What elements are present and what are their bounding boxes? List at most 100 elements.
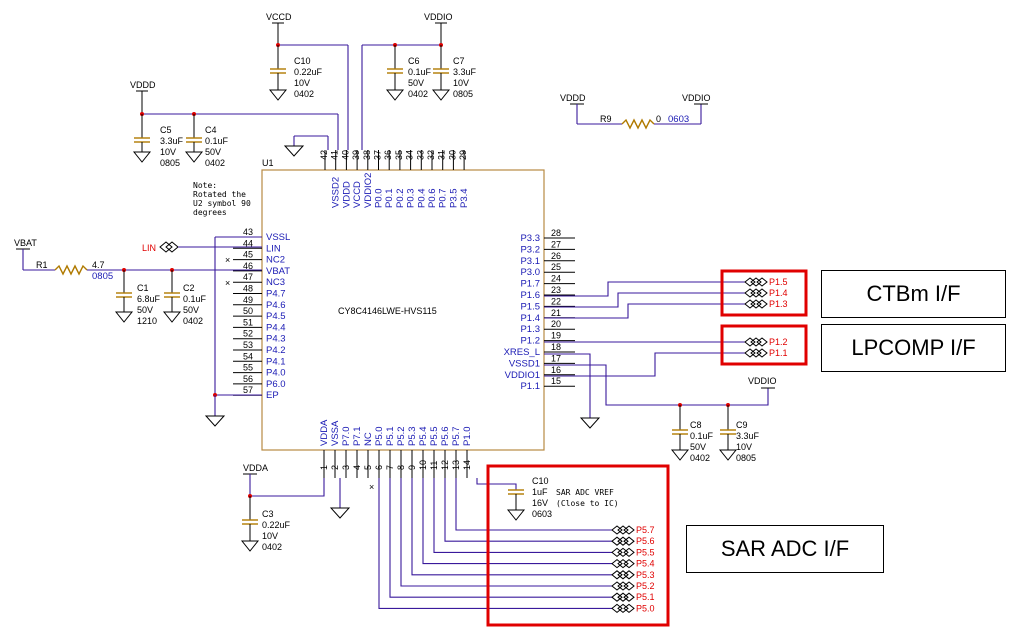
sar-wire bbox=[422, 478, 612, 565]
bottom-pin-number: 7 bbox=[385, 465, 395, 470]
bottom-pin-name: P5.6 bbox=[440, 426, 451, 446]
top-pin-number: 41 bbox=[330, 150, 340, 160]
svg-text:0805: 0805 bbox=[736, 453, 756, 463]
bottom-pin-name: P7.1 bbox=[352, 426, 363, 446]
top-pin-number: 34 bbox=[405, 150, 415, 160]
right-pin-number: 16 bbox=[551, 365, 561, 375]
top-pin-name: P0.4 bbox=[416, 188, 427, 208]
bottom-pin-number: 8 bbox=[396, 465, 406, 470]
sar-callout: SAR ADC I/F bbox=[686, 525, 884, 573]
bottom-pin-name: P5.2 bbox=[396, 426, 407, 446]
svg-text:0.1uF: 0.1uF bbox=[408, 67, 432, 77]
port-label: P5.1 bbox=[636, 592, 655, 602]
svg-text:3.3uF: 3.3uF bbox=[160, 136, 184, 146]
port-P5-7: P5.7 bbox=[611, 525, 655, 535]
ic-ref: U1 bbox=[262, 158, 274, 168]
svg-text:3.3uF: 3.3uF bbox=[453, 67, 477, 77]
right-pin-number: 17 bbox=[551, 353, 561, 363]
bottom-pin-number: 13 bbox=[451, 460, 461, 470]
svg-text:C5: C5 bbox=[160, 125, 172, 135]
top-pin-name: P3.4 bbox=[459, 188, 470, 208]
left-pin-name: VBAT bbox=[266, 266, 290, 277]
left-pin-number: 43 bbox=[243, 227, 253, 237]
port-P1-2: P1.2 bbox=[744, 337, 788, 347]
ic-note: Note: Rotated the U2 symbol 90 degrees bbox=[193, 181, 251, 217]
top-pin-42: 42 bbox=[319, 150, 329, 170]
right-pin-name: P1.3 bbox=[520, 324, 540, 335]
svg-text:R9: R9 bbox=[600, 114, 612, 124]
svg-text:0402: 0402 bbox=[183, 316, 203, 326]
sar-wiring bbox=[378, 478, 612, 609]
top-pin-number: 38 bbox=[362, 150, 372, 160]
svg-text:C6: C6 bbox=[408, 56, 420, 66]
right-pin-name: P1.2 bbox=[520, 336, 540, 347]
top-pin-name: P0.3 bbox=[406, 188, 417, 208]
svg-text:0: 0 bbox=[656, 114, 661, 124]
svg-text:10V: 10V bbox=[262, 531, 278, 541]
top-pin-number: 32 bbox=[426, 150, 436, 160]
sar-ports: P5.7P5.6P5.5P5.4P5.3P5.2P5.1P5.0 bbox=[611, 525, 655, 613]
svg-text:VDDIO: VDDIO bbox=[424, 12, 453, 22]
top-pin-name: P0.7 bbox=[438, 188, 449, 208]
right-pin-name: VSSD1 bbox=[509, 358, 540, 369]
svg-text:C7: C7 bbox=[453, 56, 465, 66]
right-pin-name: P3.2 bbox=[520, 244, 540, 255]
sar-wire bbox=[400, 478, 612, 587]
left-pin-number: 46 bbox=[243, 261, 253, 271]
svg-text:Rotated the: Rotated the bbox=[193, 190, 246, 199]
vssa-ground: × bbox=[329, 478, 374, 519]
right-pin-name: P1.5 bbox=[520, 301, 540, 312]
top-pin-number: 39 bbox=[351, 150, 361, 160]
port-label: P5.3 bbox=[636, 570, 655, 580]
svg-text:Note:: Note: bbox=[193, 181, 217, 190]
right-pin-name: XRES_L bbox=[504, 347, 540, 358]
svg-text:C9: C9 bbox=[736, 420, 748, 430]
right-pin-name: P3.3 bbox=[520, 233, 540, 244]
svg-text:0402: 0402 bbox=[205, 158, 225, 168]
right-pin-number: 22 bbox=[551, 296, 561, 306]
right-pin-name: P1.6 bbox=[520, 290, 540, 301]
right-pin-number: 27 bbox=[551, 239, 561, 249]
svg-text:VBAT: VBAT bbox=[14, 238, 37, 248]
left-pin-name: EP bbox=[266, 390, 279, 401]
top-pin-number: 37 bbox=[373, 150, 383, 160]
left-pin-number: 52 bbox=[243, 329, 253, 339]
left-pin-name: P4.0 bbox=[266, 368, 286, 379]
svg-text:×: × bbox=[225, 278, 230, 288]
right-pin-number: 25 bbox=[551, 262, 561, 272]
left-pin-name: P4.5 bbox=[266, 311, 286, 322]
port-P5-1: P5.1 bbox=[611, 592, 655, 602]
ic-body bbox=[261, 169, 545, 451]
left-pin-name: P4.3 bbox=[266, 334, 286, 345]
svg-text:0402: 0402 bbox=[262, 542, 282, 552]
right-pin-name: P1.4 bbox=[520, 313, 540, 324]
bottom-pin-name: P5.3 bbox=[407, 426, 418, 446]
port-P5-0: P5.0 bbox=[611, 603, 655, 613]
left-pin-name: LIN bbox=[266, 243, 281, 254]
left-pin-number: 49 bbox=[243, 295, 253, 305]
svg-text:C1: C1 bbox=[137, 283, 149, 293]
left-pin-number: 47 bbox=[243, 272, 253, 282]
bottom-pin-name: P5.5 bbox=[429, 426, 440, 446]
top-pin-name: VDDD bbox=[341, 181, 352, 208]
left-pin-number: 48 bbox=[243, 284, 253, 294]
left-pin-name: P4.2 bbox=[266, 345, 286, 356]
right-pin-name: P1.7 bbox=[520, 279, 540, 290]
